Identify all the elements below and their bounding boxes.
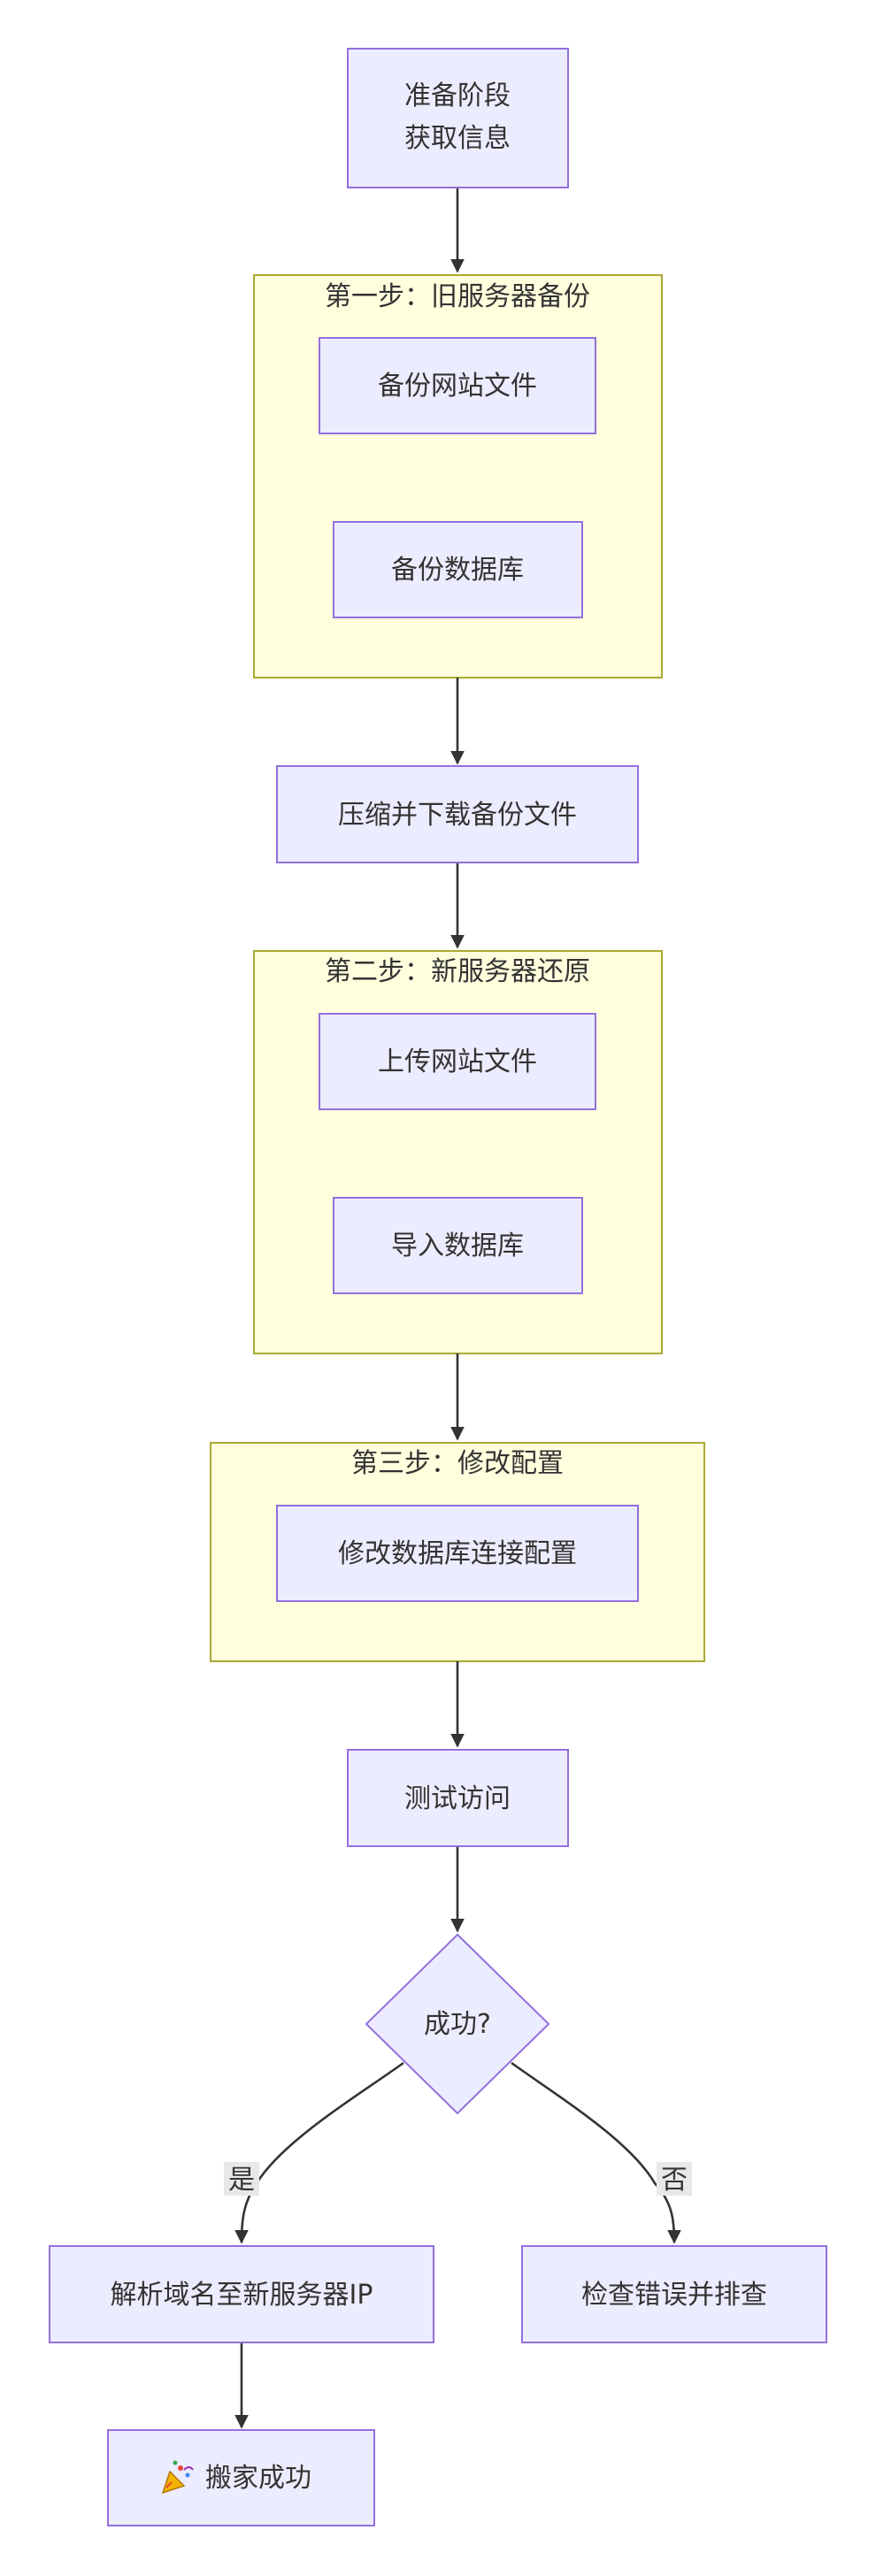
svg-text:解析域名至新服务器IP: 解析域名至新服务器IP — [111, 2280, 373, 2311]
svg-text:修改数据库连接配置: 修改数据库连接配置 — [338, 1538, 577, 1569]
svg-text:检查错误并排查: 检查错误并排查 — [581, 2280, 767, 2311]
svg-text:是: 是 — [228, 2165, 255, 2196]
node-prep-line2: 获取信息 — [404, 123, 511, 154]
edge-label-yes: 是 — [224, 2162, 259, 2196]
node-prep-line1: 准备阶段 — [404, 80, 511, 111]
node-check-errors: 检查错误并排查 — [521, 2245, 827, 2343]
cluster-step3-title: 第三步：修改配置 — [351, 1448, 564, 1479]
edge-label-no: 否 — [657, 2162, 692, 2196]
cluster-step2-title: 第二步：新服务器还原 — [325, 956, 590, 987]
node-modify-db-config: 修改数据库连接配置 — [276, 1505, 639, 1602]
node-compress: 压缩并下载备份文件 — [276, 765, 639, 863]
node-backup-db: 备份数据库 — [333, 521, 583, 618]
party-popper-icon — [161, 2460, 194, 2495]
svg-text:上传网站文件: 上传网站文件 — [378, 1046, 537, 1077]
svg-text:备份网站文件: 备份网站文件 — [378, 371, 537, 402]
svg-text:压缩并下载备份文件: 压缩并下载备份文件 — [338, 800, 577, 831]
node-upload-site: 上传网站文件 — [319, 1013, 596, 1110]
node-prep: 准备阶段 获取信息 — [347, 48, 569, 188]
node-import-db: 导入数据库 — [333, 1197, 583, 1294]
edges — [234, 188, 681, 2429]
node-backup-site: 备份网站文件 — [319, 337, 596, 434]
edge-decision-no — [511, 2061, 681, 2244]
svg-text:测试访问: 测试访问 — [404, 1783, 511, 1814]
node-decision-success: 成功? — [365, 1933, 550, 2115]
node-resolve-dns: 解析域名至新服务器IP — [49, 2245, 434, 2343]
svg-text:否: 否 — [661, 2165, 688, 2196]
node-done: 搬家成功 — [107, 2429, 375, 2526]
edge-decision-yes — [234, 2061, 404, 2244]
svg-text:成功?: 成功? — [424, 2009, 491, 2040]
cluster-step1-title: 第一步：旧服务器备份 — [325, 281, 590, 312]
node-test-access: 测试访问 — [347, 1749, 569, 1847]
svg-text:导入数据库: 导入数据库 — [391, 1230, 524, 1261]
svg-text:搬家成功: 搬家成功 — [205, 2463, 311, 2494]
svg-text:备份数据库: 备份数据库 — [391, 555, 524, 586]
